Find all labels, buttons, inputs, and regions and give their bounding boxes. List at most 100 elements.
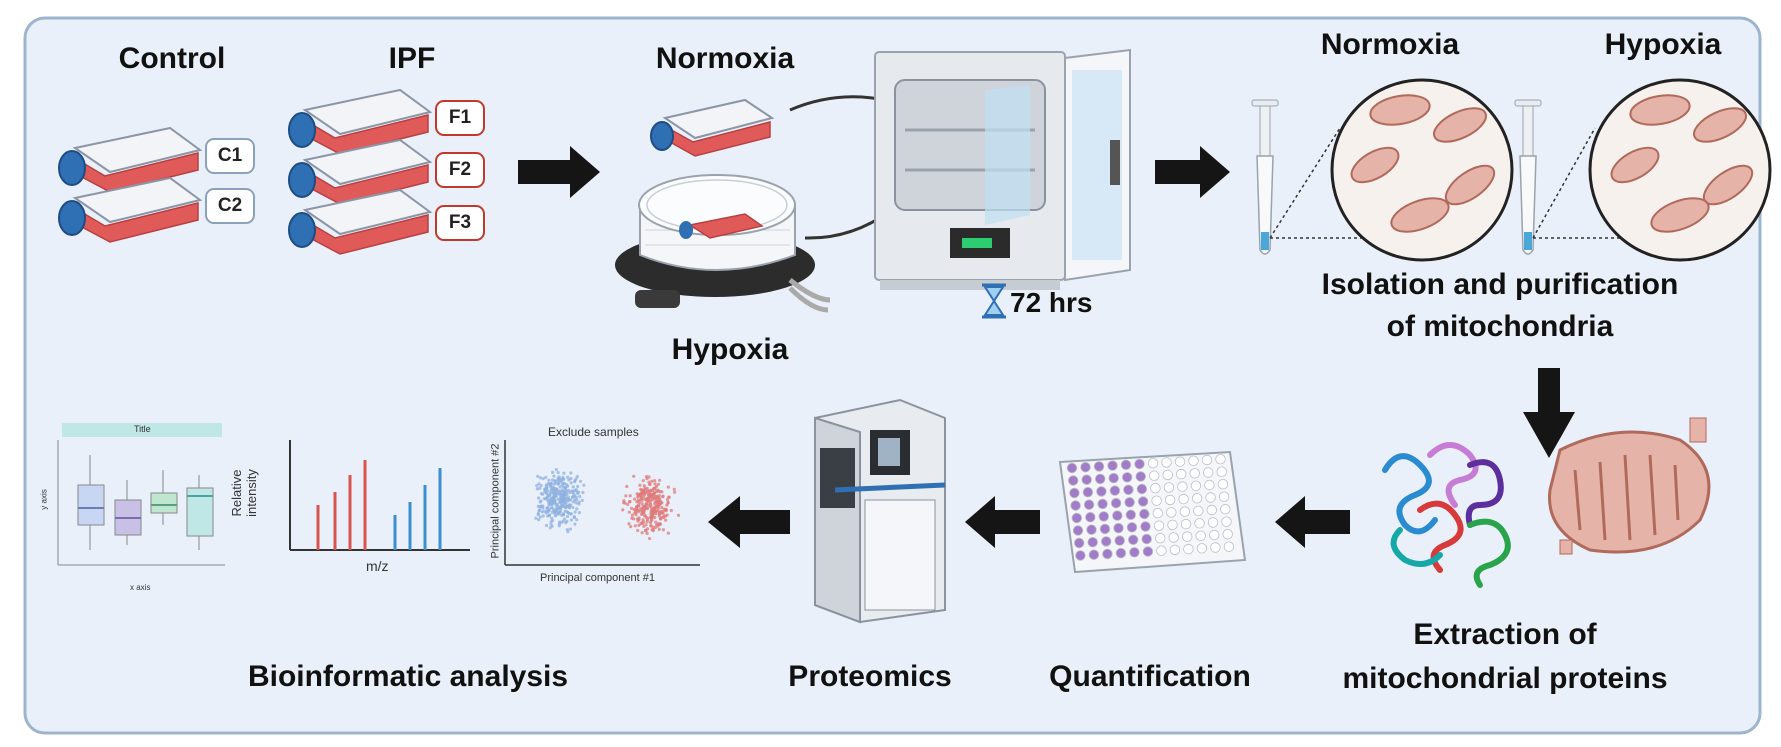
pca-point	[645, 498, 649, 502]
pca-point	[660, 490, 664, 494]
large-mitochondrion	[1548, 417, 1711, 555]
pca-point	[621, 508, 625, 512]
pca-point	[538, 500, 542, 504]
pca-point	[640, 521, 645, 525]
pca-point	[575, 518, 579, 522]
control-flask-2	[58, 176, 203, 243]
plate-well	[1161, 457, 1172, 468]
plate-well	[1163, 482, 1175, 493]
pca-point	[658, 522, 662, 526]
plate-well	[1196, 543, 1208, 554]
extraction-label-line1: Extraction of	[1413, 618, 1597, 651]
pca-point	[573, 510, 577, 514]
pca-point	[573, 522, 577, 526]
plate-well	[1164, 494, 1176, 506]
plate-well	[1205, 492, 1216, 503]
bioinformatic-label: Bioinformatic analysis	[247, 660, 569, 693]
pca-point	[578, 494, 582, 499]
pca-point	[641, 492, 645, 497]
plate-well	[1080, 462, 1091, 473]
extraction-label-line2: mitochondrial proteins	[1342, 662, 1668, 695]
pca-plot	[504, 440, 700, 566]
ipf-tag-f3: F3	[435, 205, 485, 241]
pca-point	[665, 498, 670, 502]
pca-point	[550, 510, 554, 515]
pca-point	[572, 515, 576, 520]
pca-point	[562, 482, 566, 486]
arrow-down-to-extraction	[1523, 368, 1575, 458]
pca-point	[580, 498, 584, 502]
pca-point	[571, 485, 575, 489]
plate-well	[1087, 537, 1098, 548]
pca-point	[648, 502, 653, 506]
plate-well	[1110, 497, 1122, 509]
plate-well	[1066, 462, 1078, 474]
plate-well	[1107, 460, 1118, 471]
pca-point	[555, 502, 559, 506]
pca-point	[657, 527, 661, 531]
pca-point	[625, 484, 629, 489]
control-tag-c2: C2	[205, 188, 255, 224]
pca-point	[651, 507, 655, 511]
plate-well	[1206, 504, 1218, 516]
pca-point	[649, 524, 653, 528]
pca-point	[632, 474, 636, 478]
plate-well	[1217, 479, 1229, 490]
plate-well	[1099, 523, 1111, 535]
plate-well	[1141, 533, 1152, 545]
pca-point	[549, 491, 554, 495]
plate-well	[1156, 545, 1167, 556]
pca-point	[565, 528, 569, 532]
pca-point	[564, 505, 568, 509]
plate-well	[1096, 486, 1107, 497]
pca-point	[640, 531, 644, 535]
pca-point	[632, 517, 636, 521]
pca-point	[658, 502, 662, 506]
plate-well	[1194, 518, 1205, 529]
boxplot-yaxis-label: y axis	[39, 489, 49, 510]
mito-hypoxia-label: Hypoxia	[1604, 28, 1722, 61]
pca-point	[656, 482, 660, 486]
plate-well	[1086, 524, 1097, 535]
plate-well	[1162, 469, 1173, 481]
pca-point	[673, 490, 677, 494]
isolation-label-line2: of mitochondria	[1386, 310, 1614, 343]
plate-well	[1073, 537, 1085, 549]
plate-well	[1140, 521, 1151, 532]
pca-point	[537, 482, 541, 486]
pca-point	[659, 509, 663, 513]
pca-point	[644, 529, 648, 533]
pca-point	[562, 471, 566, 475]
plate-well	[1177, 481, 1188, 492]
plate-well	[1142, 546, 1154, 557]
control-flask-1	[58, 126, 203, 193]
pca-point	[566, 488, 571, 492]
hypoxia-mitochondria-circle	[1588, 78, 1772, 262]
pca-point	[662, 515, 666, 519]
plate-well	[1148, 470, 1160, 481]
pca-point	[537, 518, 541, 522]
pca-point	[661, 528, 666, 532]
pca-point	[653, 491, 657, 495]
ipf-tag-f1: F1	[435, 100, 485, 136]
pca-point	[577, 490, 581, 494]
panel-background	[23, 16, 1762, 735]
pca-point	[549, 484, 553, 489]
hypoxia-chamber	[615, 174, 831, 313]
plate-well	[1216, 466, 1227, 477]
plate-well	[1072, 525, 1084, 536]
pca-point	[543, 509, 547, 513]
hypoxia-tube	[1514, 99, 1542, 255]
plate-well	[1115, 547, 1127, 559]
pca-point	[640, 506, 644, 511]
pca-point	[544, 523, 549, 528]
pca-point	[565, 482, 569, 487]
plate-well	[1100, 536, 1112, 547]
plate-well	[1191, 493, 1203, 504]
pca-point	[544, 475, 548, 480]
pca-ylabel: Principal component #2	[489, 443, 502, 559]
pca-point	[556, 478, 561, 483]
pca-point	[666, 485, 670, 489]
plate-well	[1113, 522, 1124, 534]
plate-well	[1204, 479, 1215, 491]
